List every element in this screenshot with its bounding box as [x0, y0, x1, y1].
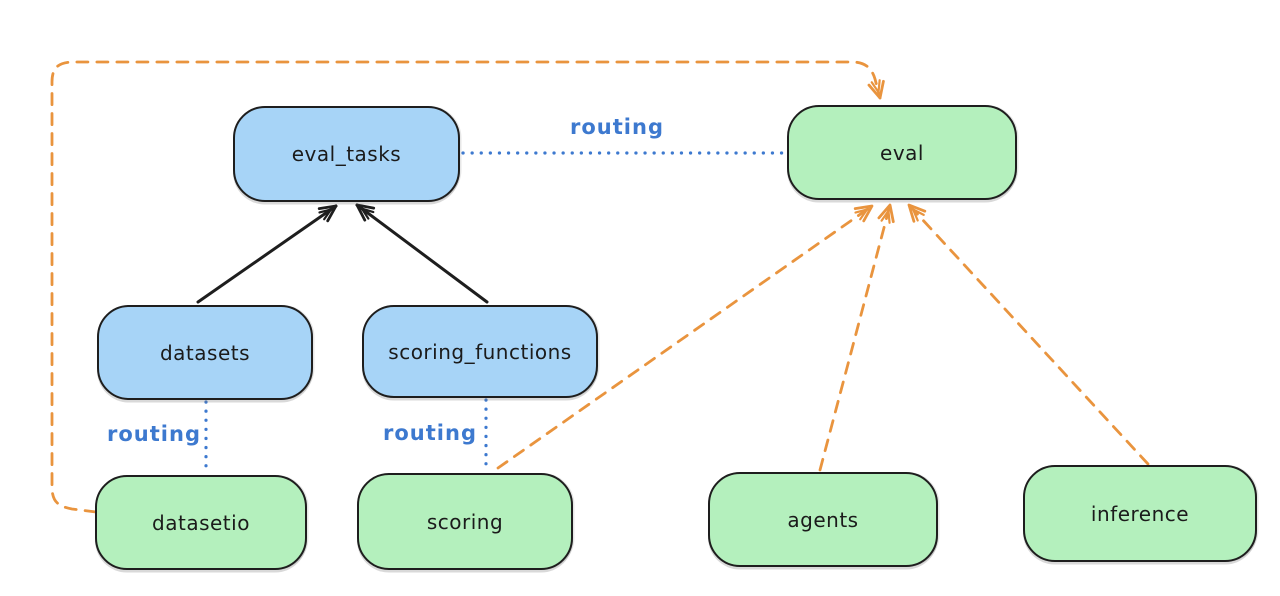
edge-agents-to-eval — [818, 203, 895, 472]
node-scoring-label: scoring — [426, 509, 504, 534]
node-eval: eval — [787, 105, 1017, 200]
edge-datasetio-loop-to-eval-arrowhead-sketch — [870, 79, 881, 96]
edge-datasets-to-evaltasks-arrowhead-sketch — [318, 207, 334, 221]
node-datasets: datasets — [97, 305, 313, 400]
node-eval-tasks-label: eval_tasks — [291, 142, 402, 166]
edge-scoringfunctions-to-evaltasks-arrowhead — [355, 203, 376, 222]
edge-scoring-to-eval-arrowhead — [853, 204, 874, 223]
edge-agents-to-eval-arrowhead-sketch — [880, 207, 891, 224]
edge-scoring-to-eval — [496, 204, 874, 470]
routing-label-scoring: routing — [383, 421, 477, 445]
edge-scoringfunctions-to-evaltasks — [355, 203, 489, 304]
edge-inference-to-eval-arrowhead — [907, 203, 927, 223]
routing-label-top: routing — [570, 115, 664, 139]
edge-datasets-to-evaltasks — [196, 204, 338, 304]
edge-agents-to-eval-arrowhead — [877, 203, 895, 224]
edge-datasetio-loop-to-eval-arrowhead — [867, 79, 885, 100]
node-datasetio-label: datasetio — [152, 510, 250, 535]
node-scoring-functions: scoring_functions — [362, 305, 598, 398]
node-agents-label: agents — [787, 507, 859, 532]
node-inference: inference — [1023, 465, 1257, 562]
edge-scoring-to-eval-arrowhead-sketch — [854, 207, 870, 221]
node-scoring-functions-label: scoring_functions — [388, 339, 572, 364]
edge-datasets-to-evaltasks-arrowhead — [317, 204, 338, 223]
node-eval-tasks: eval_tasks — [233, 106, 460, 202]
edge-inference-to-eval-arrowhead-sketch — [910, 207, 925, 222]
node-datasets-label: datasets — [159, 340, 251, 365]
edge-datasetio-loop-to-eval — [50, 60, 885, 514]
node-agents: agents — [708, 472, 938, 567]
routing-label-datasetio: routing — [107, 422, 201, 446]
node-inference-label: inference — [1090, 501, 1190, 526]
edge-scoringfunctions-to-evaltasks-arrowhead-sketch — [359, 206, 375, 220]
node-datasetio: datasetio — [95, 475, 307, 570]
edge-inference-to-eval — [907, 203, 1150, 466]
node-eval-label: eval — [880, 140, 924, 165]
node-scoring: scoring — [357, 473, 573, 570]
